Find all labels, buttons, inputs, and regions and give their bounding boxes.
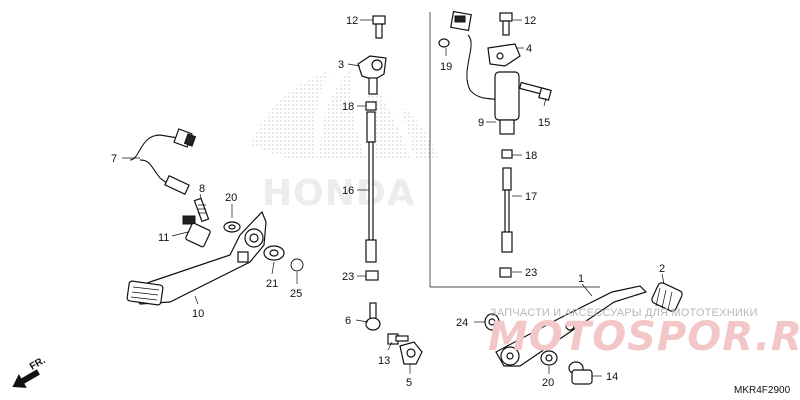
part-5-joint	[399, 341, 423, 365]
label-25: 25	[290, 288, 302, 300]
part-20-washer-right	[540, 350, 558, 366]
honda-brand-watermark: HONDA	[262, 173, 416, 214]
part-2-peg-rubber	[651, 282, 683, 312]
label-7: 7	[111, 153, 117, 165]
label-9: 9	[478, 117, 484, 129]
part-7-sensor	[129, 128, 197, 195]
front-direction-label: FR.	[28, 355, 48, 373]
label-19: 19	[440, 61, 452, 73]
part-11-sleeve	[182, 215, 211, 248]
label-4: 4	[526, 43, 532, 55]
label-10: 10	[192, 308, 204, 320]
label-23-right: 23	[525, 267, 537, 279]
label-13: 13	[378, 355, 390, 367]
diagram-code: MKR4F2900	[734, 385, 791, 396]
part-13-bolt	[387, 333, 409, 345]
label-18-center: 18	[342, 101, 354, 113]
part-19-connector	[438, 10, 472, 48]
label-14: 14	[606, 371, 618, 383]
part-12-bolt-right	[499, 12, 513, 36]
part-18-nut-right	[501, 149, 513, 159]
label-11: 11	[158, 232, 169, 244]
part-14-pivot-bolt	[568, 361, 593, 385]
part-8-bolt	[193, 197, 210, 223]
label-12-center: 12	[346, 15, 358, 27]
label-6: 6	[345, 315, 351, 327]
part-12-bolt-center	[372, 15, 386, 39]
label-5: 5	[406, 377, 412, 389]
label-8: 8	[199, 183, 205, 195]
leader-lines	[122, 19, 665, 377]
part-6-bolt	[365, 302, 381, 331]
part-9-switch	[466, 34, 520, 135]
honda-wing-watermark	[250, 70, 440, 160]
part-18-nut-center	[365, 101, 377, 111]
label-3: 3	[338, 59, 344, 71]
part-1-shift-lever	[495, 285, 648, 367]
part-15-bolt	[518, 81, 552, 101]
part-20-washer-left	[223, 221, 241, 233]
part-23-nut-right	[499, 267, 512, 278]
label-2: 2	[659, 263, 665, 275]
label-20-left: 20	[225, 192, 237, 204]
part-21-washer	[263, 245, 285, 261]
label-21: 21	[266, 278, 278, 290]
part-4-bracket	[487, 43, 521, 67]
part-23-nut-center	[365, 270, 379, 281]
label-20-right: 20	[542, 377, 554, 389]
label-24: 24	[456, 317, 468, 329]
shop-watermark-big: MOTOSPOR.RU	[488, 314, 800, 360]
label-18-right: 18	[525, 150, 537, 162]
shop-watermark-small: ЗАПЧАСТИ И АКСЕССУАРЫ ДЛЯ МОТОТЕХНИКИ	[490, 307, 758, 319]
label-23-center: 23	[342, 271, 354, 283]
part-17-rod	[501, 167, 513, 253]
group-divider	[429, 12, 600, 288]
label-1: 1	[578, 273, 584, 285]
part-3-joint	[357, 55, 387, 95]
front-direction-arrow	[12, 369, 40, 388]
part-25-clip	[290, 258, 304, 272]
label-15: 15	[538, 117, 550, 129]
label-17: 17	[525, 191, 537, 203]
part-16-rod	[365, 111, 377, 263]
label-16: 16	[342, 185, 354, 197]
callout-numbers: 7 8 11 20 10 21 25 12 3 18 16 23 12 19 4…	[111, 15, 665, 389]
label-12-right: 12	[524, 15, 536, 27]
part-10-pedal	[126, 210, 267, 306]
